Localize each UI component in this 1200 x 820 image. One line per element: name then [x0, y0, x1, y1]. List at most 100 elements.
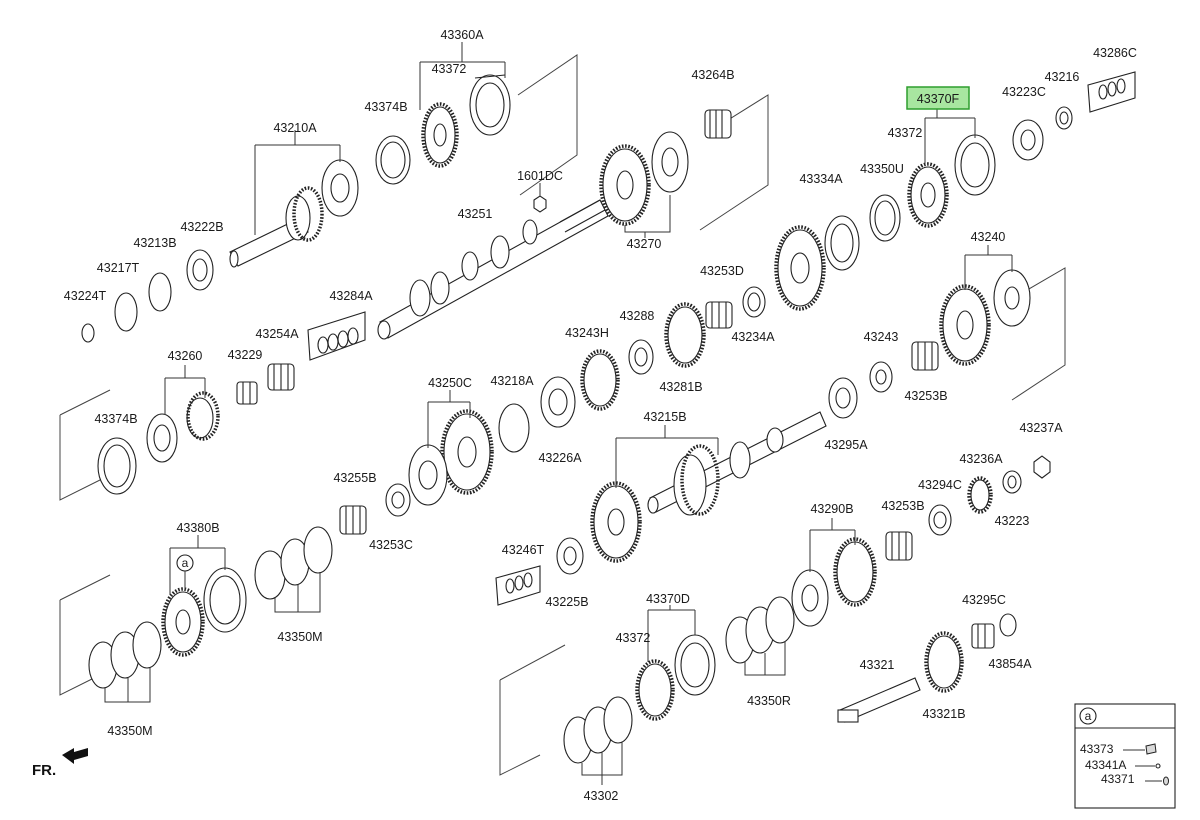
part-number-43224T[interactable]: 43224T: [64, 289, 107, 303]
main-shaft-43251[interactable]: [377, 199, 609, 340]
part-number-43302[interactable]: 43302: [584, 789, 619, 803]
part-number-43295A[interactable]: 43295A: [824, 438, 868, 452]
ring-set-43284A[interactable]: [307, 311, 366, 361]
collar-43253C[interactable]: [385, 483, 411, 517]
legend-item-43371[interactable]: 43371: [1101, 772, 1135, 786]
snap-ring-43224T[interactable]: [81, 323, 95, 343]
synchro-ring-43334A[interactable]: [824, 215, 860, 271]
synchro-set-43350M-a[interactable]: [254, 526, 333, 600]
gear-43240[interactable]: [939, 284, 991, 366]
ring-43290B[interactable]: [791, 569, 829, 627]
part-number-43284A[interactable]: 43284A: [329, 289, 373, 303]
part-number-43225B[interactable]: 43225B: [545, 595, 588, 609]
needle-bearing-43253B-2[interactable]: [885, 531, 913, 561]
needle-bearing-43253D[interactable]: [705, 301, 733, 329]
part-number-43210A[interactable]: 43210A: [273, 121, 317, 135]
part-number-43260[interactable]: 43260: [168, 349, 203, 363]
bearing-43223[interactable]: [1002, 470, 1022, 494]
ring-43250C[interactable]: [408, 444, 448, 506]
collar-43294C[interactable]: [928, 504, 952, 536]
part-number-43255B[interactable]: 43255B: [333, 471, 376, 485]
part-number-1601DC[interactable]: 1601DC: [517, 169, 563, 183]
gear-43243H[interactable]: [580, 349, 620, 411]
part-number-43243H[interactable]: 43243H: [565, 326, 609, 340]
bearing-43222B[interactable]: [186, 249, 214, 291]
part-number-43290B[interactable]: 43290B: [810, 502, 853, 516]
cone-43240[interactable]: [993, 269, 1031, 327]
needle-bearing-43253B[interactable]: [911, 341, 939, 371]
sleeve-43370F[interactable]: [954, 134, 996, 196]
part-number-43286C[interactable]: 43286C: [1093, 46, 1137, 60]
part-number-43253B-right[interactable]: 43253B: [904, 389, 947, 403]
part-number-43243[interactable]: 43243: [864, 330, 899, 344]
part-number-43253D[interactable]: 43253D: [700, 264, 744, 278]
synchro-ring-43374B[interactable]: [375, 135, 411, 185]
thrust-washer-43270[interactable]: [651, 131, 689, 193]
spring-set-43286C[interactable]: [1087, 71, 1136, 113]
synchro-hub-43370F[interactable]: [907, 162, 949, 228]
bearing-43210A[interactable]: [321, 159, 359, 217]
reverse-idler-shaft-43321[interactable]: [837, 677, 921, 723]
gear-43321B[interactable]: [924, 631, 964, 693]
synchro-set-43302[interactable]: [563, 696, 633, 764]
part-number-43234A[interactable]: 43234A: [731, 330, 775, 344]
needle-bearing-43255B[interactable]: [339, 505, 367, 535]
synchro-ring-43374B-2[interactable]: [97, 437, 137, 495]
bearing-43295A[interactable]: [828, 377, 858, 419]
part-number-43295C[interactable]: 43295C: [962, 593, 1006, 607]
part-number-43370D[interactable]: 43370D: [646, 592, 690, 606]
collar-43234A[interactable]: [742, 286, 766, 318]
part-number-43246T[interactable]: 43246T: [502, 543, 545, 557]
part-number-43217T[interactable]: 43217T: [97, 261, 140, 275]
needle-bearing-43229[interactable]: [236, 381, 258, 405]
part-number-43222B[interactable]: 43222B: [180, 220, 223, 234]
nut-43216[interactable]: [1055, 106, 1073, 130]
part-number-43350U[interactable]: 43350U: [860, 162, 904, 176]
bearing-43223C[interactable]: [1012, 119, 1044, 161]
part-number-43854A[interactable]: 43854A: [988, 657, 1032, 671]
part-number-43374B-left[interactable]: 43374B: [94, 412, 137, 426]
part-number-43236A[interactable]: 43236A: [959, 452, 1003, 466]
gear-43334A[interactable]: [774, 225, 826, 311]
part-number-43254A[interactable]: 43254A: [255, 327, 299, 341]
legend-item-43341A[interactable]: 43341A: [1085, 758, 1126, 772]
part-number-43288[interactable]: 43288: [620, 309, 655, 323]
part-number-43334A[interactable]: 43334A: [799, 172, 843, 186]
part-number-43321B[interactable]: 43321B: [922, 707, 965, 721]
part-number-43370F[interactable]: 43370F: [917, 92, 960, 106]
part-number-43281B[interactable]: 43281B: [659, 380, 702, 394]
legend-item-43373[interactable]: 43373: [1080, 742, 1114, 756]
snap-ring-43213B[interactable]: [148, 272, 172, 312]
needle-bearing-43254A[interactable]: [267, 363, 295, 391]
part-number-43216[interactable]: 43216: [1045, 70, 1080, 84]
collar-43288[interactable]: [628, 339, 654, 375]
needle-bearing-43264B[interactable]: [704, 109, 732, 139]
gear-43236A[interactable]: [967, 476, 993, 514]
spring-set-43246T[interactable]: [495, 565, 541, 606]
plug-1601DC[interactable]: [533, 195, 547, 213]
part-number-43372-lower[interactable]: 43372: [616, 631, 651, 645]
part-number-43372-right[interactable]: 43372: [888, 126, 923, 140]
part-number-43223C[interactable]: 43223C: [1002, 85, 1046, 99]
part-number-43350R[interactable]: 43350R: [747, 694, 791, 708]
bearing-43226A[interactable]: [540, 376, 576, 428]
snap-ring-43217T[interactable]: [114, 292, 138, 332]
gear-43281B[interactable]: [664, 302, 706, 368]
part-number-43237A[interactable]: 43237A: [1019, 421, 1063, 435]
part-number-43350M-right[interactable]: 43350M: [277, 630, 322, 644]
part-number-43294C[interactable]: 43294C: [918, 478, 962, 492]
part-number-43251[interactable]: 43251: [458, 207, 493, 221]
bearing-43225B[interactable]: [556, 537, 584, 575]
gear-43270[interactable]: [599, 144, 651, 226]
synchro-hub-43370D[interactable]: [635, 659, 675, 721]
part-number-43229[interactable]: 43229: [228, 348, 263, 362]
nut-43237A[interactable]: [1033, 455, 1051, 479]
part-number-43213B[interactable]: 43213B: [133, 236, 176, 250]
part-number-43218A[interactable]: 43218A: [490, 374, 534, 388]
synchro-ring-43350U[interactable]: [869, 194, 901, 242]
output-shaft-43215B[interactable]: [647, 411, 827, 516]
gear-43250C[interactable]: [440, 409, 494, 495]
needle-bearing-43295C[interactable]: [971, 623, 995, 649]
part-number-43372-top[interactable]: 43372: [432, 62, 467, 76]
gear-43260[interactable]: [186, 391, 220, 441]
